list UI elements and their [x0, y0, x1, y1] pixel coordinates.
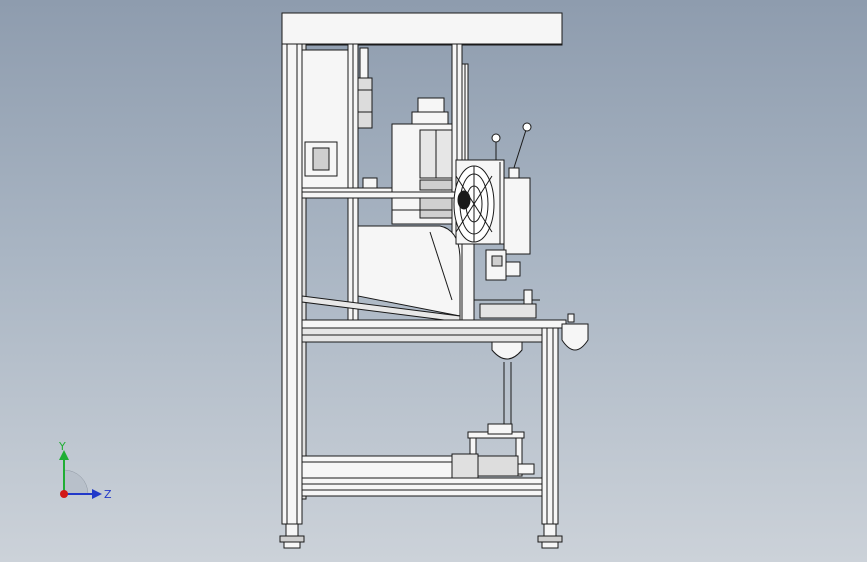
indicator-lamp-left	[491, 341, 523, 360]
orientation-triad[interactable]: Y Z	[48, 440, 118, 510]
triad-quarter-disc	[63, 469, 89, 495]
right-table-leg	[541, 327, 559, 525]
right-guide-column	[461, 243, 540, 325]
control-cabinet	[301, 49, 393, 199]
bottom-base-rail	[301, 477, 543, 497]
lower-linear-slide	[301, 453, 535, 479]
lower-push-rod	[503, 362, 512, 424]
probe-pins	[491, 122, 532, 179]
motor-assembly	[391, 97, 453, 225]
indicator-lamp-right	[561, 313, 589, 351]
y-axis-arrow-icon	[59, 450, 69, 460]
leveling-foot-left	[279, 523, 305, 549]
belt-guard	[301, 225, 461, 323]
upper-cylinder	[357, 47, 378, 189]
top-cover-plate	[281, 12, 563, 46]
mid-horizontal-beam	[301, 191, 463, 199]
z-axis-arrow-icon	[92, 489, 102, 499]
left-frame-posts	[281, 43, 307, 525]
leveling-foot-right	[537, 523, 563, 549]
z-axis-label: Z	[104, 488, 112, 501]
y-axis-label: Y	[58, 440, 66, 453]
x-axis-dot-icon	[60, 490, 68, 498]
work-table-top	[301, 319, 567, 343]
desk-fan-icon	[453, 165, 495, 243]
